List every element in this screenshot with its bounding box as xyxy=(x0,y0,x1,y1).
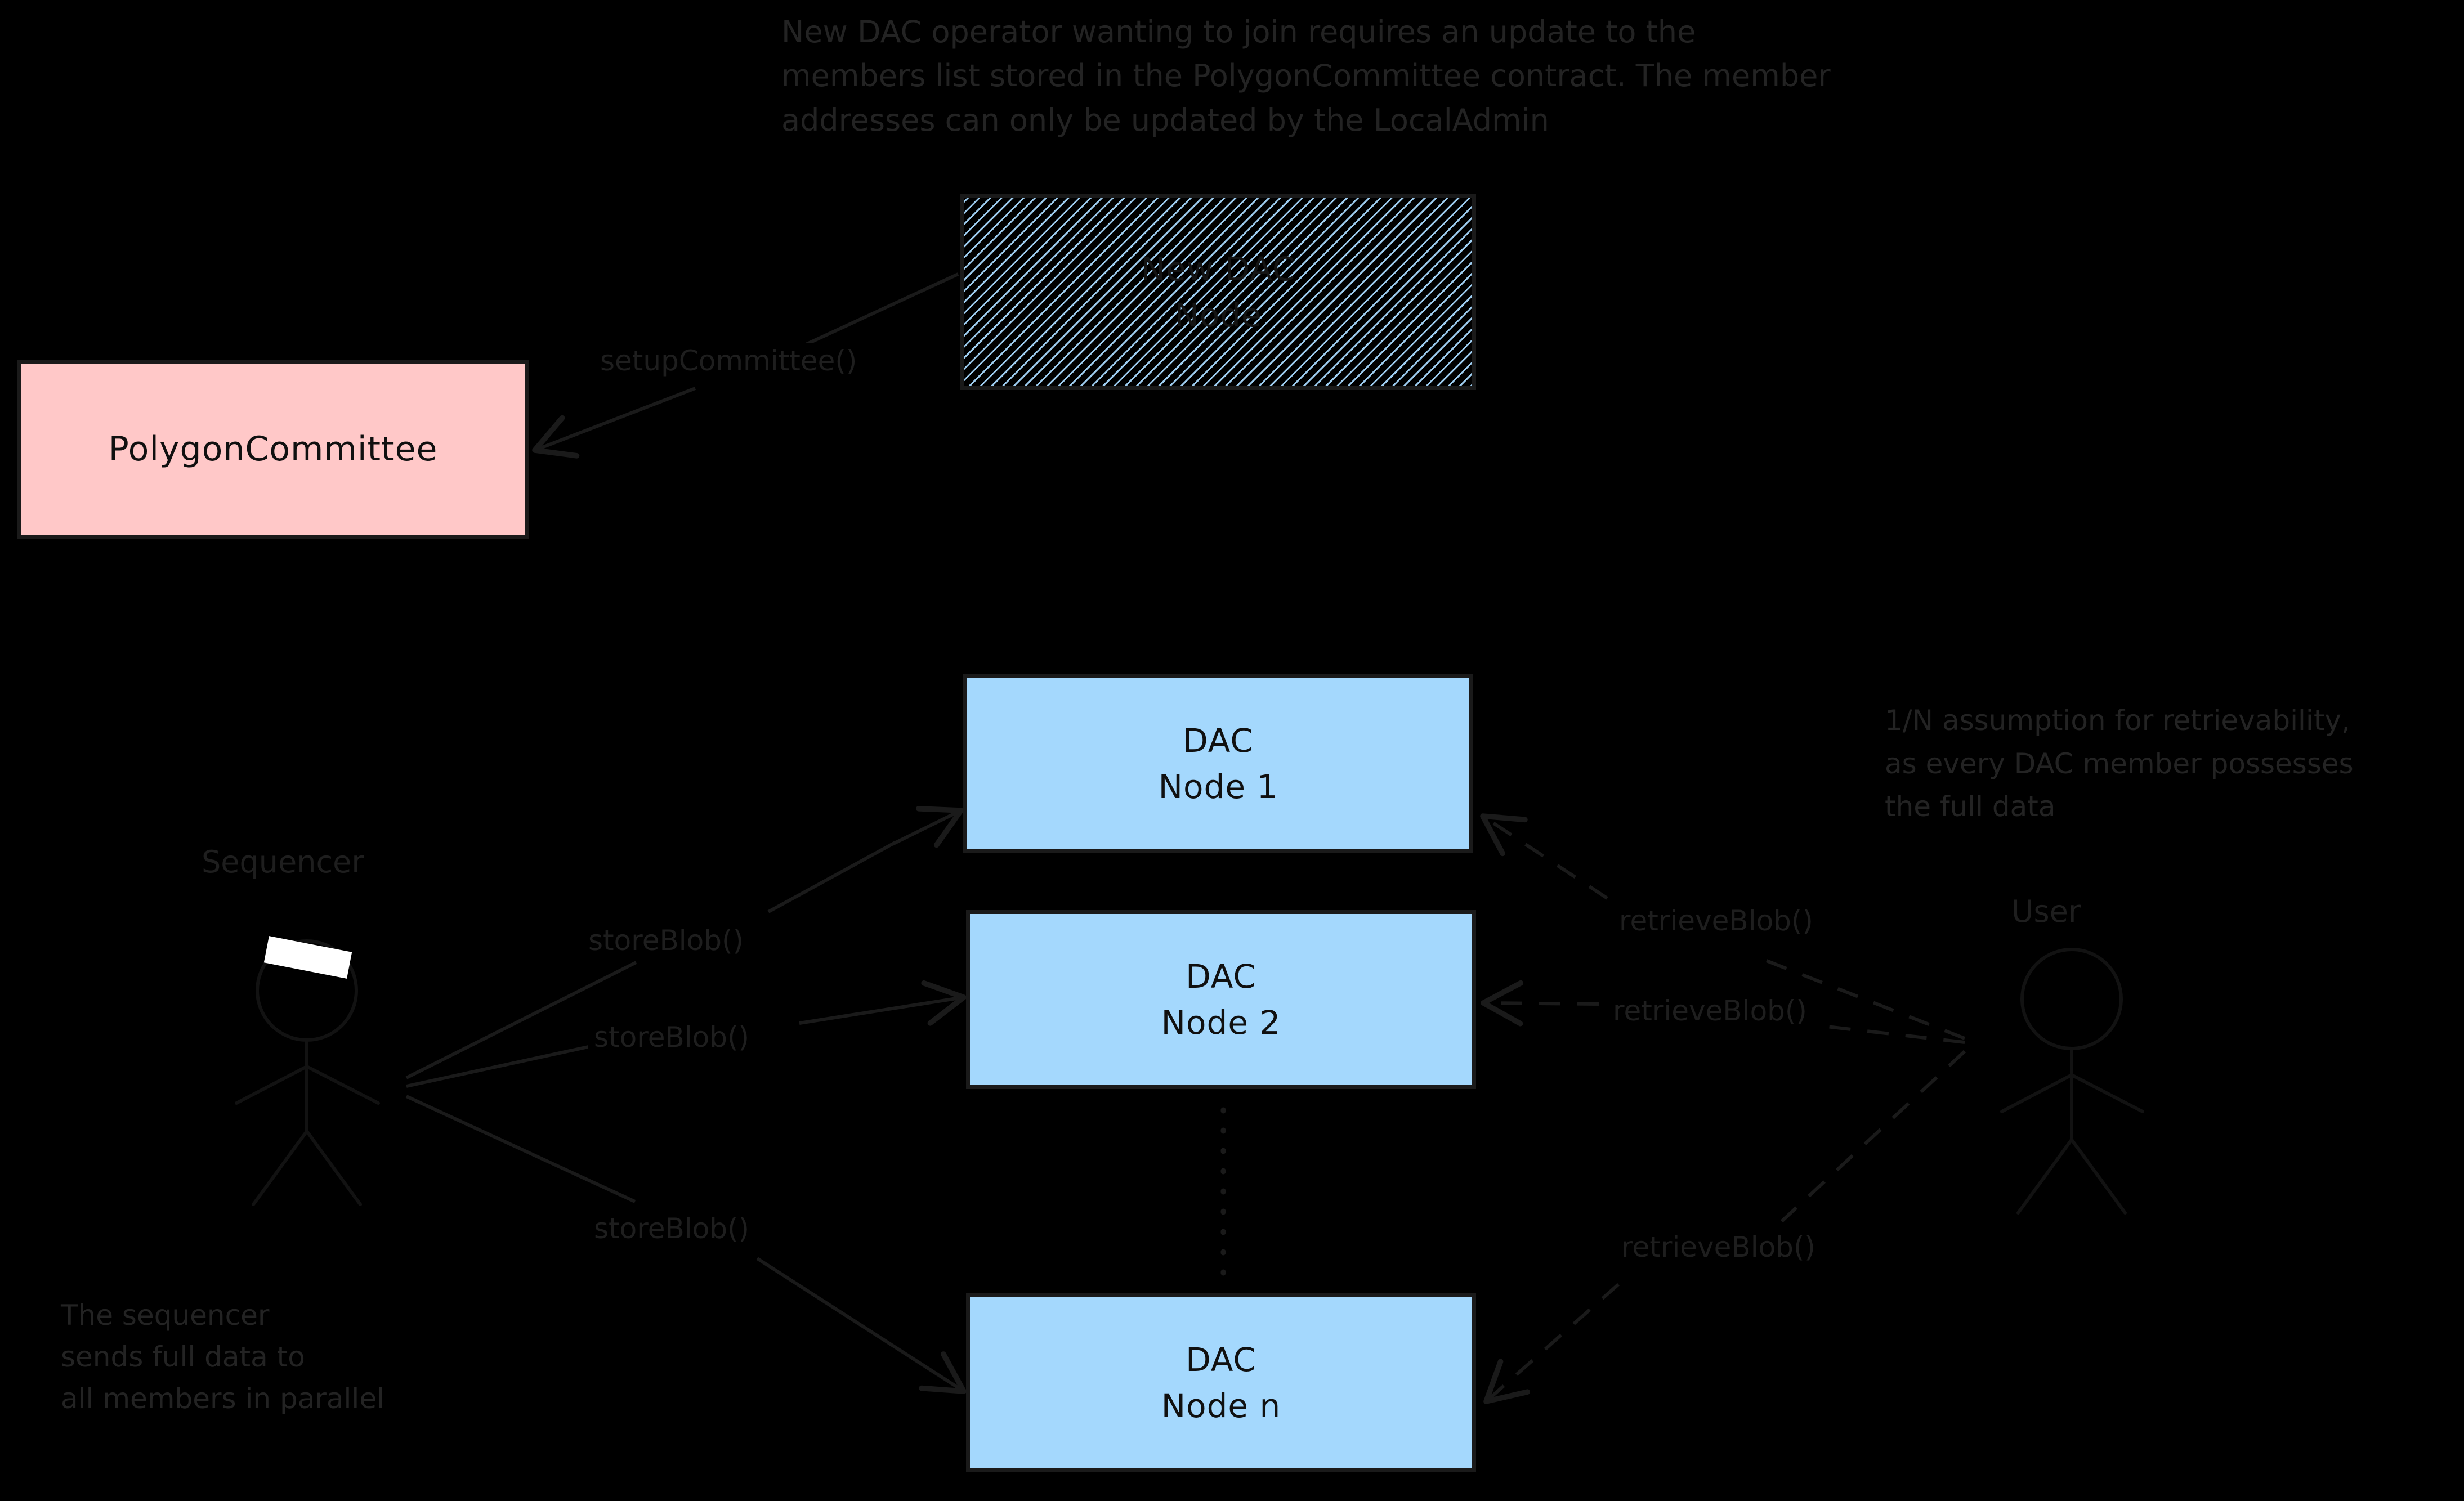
dac-node-1-label-line2: Node 1 xyxy=(1158,768,1278,806)
edge-store-blob-1 xyxy=(405,806,964,1079)
note-retrievability-assumption: 1/N assumption for retrievability, as ev… xyxy=(1885,704,2354,823)
note-sequencer-parallel-send: The sequencer sends full data to all mem… xyxy=(61,1299,384,1415)
actor-label-user: User xyxy=(2011,894,2081,929)
edge-label-store-blob-1: storeBlob() xyxy=(583,923,750,958)
edge-label-retrieve-blob-2: retrieveBlob() xyxy=(1607,993,1813,1028)
edge-retrieve-blob-3 xyxy=(1483,1050,1966,1404)
note-new-dac-operator: New DAC operator wanting to join require… xyxy=(781,14,1831,138)
edge-store-blob-2 xyxy=(406,980,967,1088)
dac-node-2-label-line1: DAC xyxy=(1186,957,1256,996)
node-polygon-committee[interactable]: PolygonCommittee xyxy=(17,360,529,539)
edge-store-blob-3 xyxy=(405,1095,967,1394)
node-dac-node-n[interactable]: DAC Node n xyxy=(966,1293,1476,1472)
edge-label-setup-committee: setupCommittee() xyxy=(594,343,863,378)
edge-setup-committee xyxy=(532,272,959,459)
dac-node-n-label-line2: Node n xyxy=(1161,1387,1281,1425)
node-new-dac-node[interactable]: New DAC Node xyxy=(960,194,1476,390)
edge-retrieve-blob-1 xyxy=(1480,813,1966,1040)
dac-node-1-label-line1: DAC xyxy=(1183,721,1254,760)
user-figure xyxy=(2000,948,2144,1215)
new-dac-node-label-line1: New DAC xyxy=(1141,249,1296,288)
node-dac-node-2[interactable]: DAC Node 2 xyxy=(966,910,1476,1089)
dac-node-n-label-line1: DAC xyxy=(1186,1340,1256,1379)
sequencer-figure xyxy=(235,939,380,1206)
edge-label-store-blob-2: storeBlob() xyxy=(588,1020,755,1055)
polygon-committee-label: PolygonCommittee xyxy=(108,429,438,469)
node-dac-node-1[interactable]: DAC Node 1 xyxy=(963,674,1473,853)
edge-label-retrieve-blob-1: retrieveBlob() xyxy=(1613,903,1819,938)
edge-label-retrieve-blob-3: retrieveBlob() xyxy=(1616,1230,1821,1265)
edge-label-store-blob-3: storeBlob() xyxy=(588,1211,755,1246)
new-dac-node-label-line2: Node xyxy=(1174,296,1262,334)
actor-label-sequencer: Sequencer xyxy=(202,844,364,880)
dac-node-2-label-line2: Node 2 xyxy=(1161,1003,1281,1042)
